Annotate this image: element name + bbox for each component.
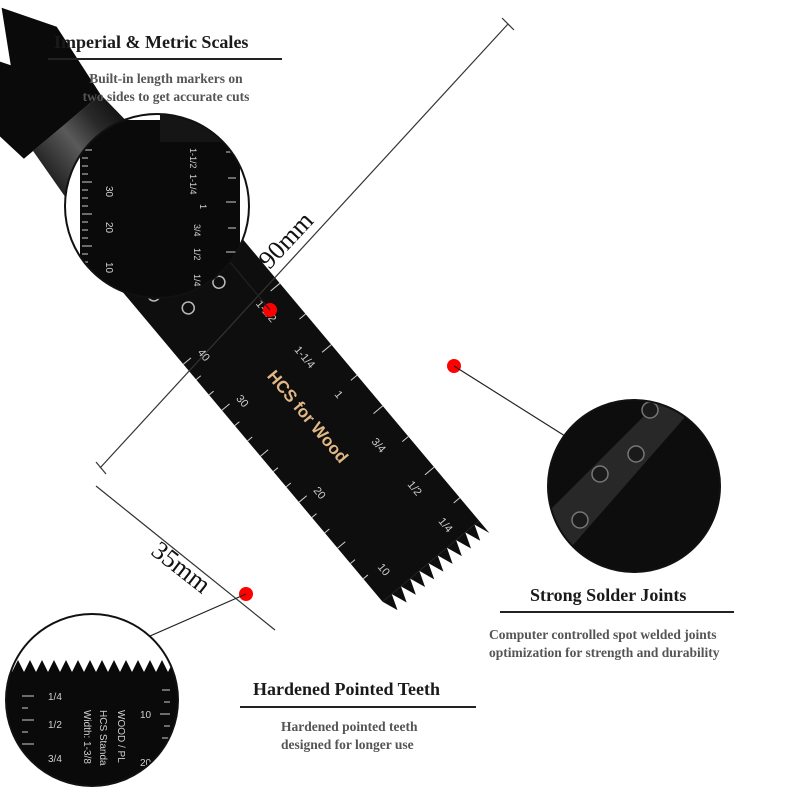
zoom-teeth-text: WOOD / PL [115, 710, 126, 763]
zoom-imperial-label: 1/4 [192, 274, 202, 287]
zoom-imperial-label: 1/2 [192, 248, 202, 261]
zoom-teeth-imperial-label: 3/4 [48, 754, 62, 765]
solder-description-line-1: Computer controlled spot welded joints [489, 627, 717, 642]
solder-title-underline [500, 611, 734, 613]
zoom-teeth-text: Width: 1-3/8 [81, 710, 92, 764]
scales-title-underline [48, 58, 282, 60]
teeth-title: Hardened Pointed Teeth [253, 679, 441, 699]
zoom-teeth-metric-label: 10 [140, 710, 152, 721]
zoom-scales-circle: 30 20 10 1-1/2 1-1/4 1 3/4 1/2 1/4 [64, 113, 250, 299]
solder-description: Computer controlled spot welded joints o… [489, 626, 789, 662]
zoom-metric-label: 10 [103, 262, 114, 274]
teeth-description-line-2: designed for longer use [281, 737, 414, 752]
zoom-metric-label: 20 [103, 222, 114, 234]
teeth-title-underline [240, 706, 476, 708]
zoom-teeth-imperial-label: 1/4 [48, 692, 62, 703]
zoom-imperial-label: 1-1/2 [188, 148, 198, 169]
width-dimension-label: 35mm [146, 535, 216, 599]
solder-description-line-2: optimization for strength and durability [489, 645, 720, 660]
scales-title: Imperial & Metric Scales [54, 32, 249, 52]
saw-teeth [382, 520, 490, 611]
scales-description-line-2: two sides to get accurate cuts [82, 89, 250, 104]
zoom-metric-label: 30 [103, 186, 114, 198]
zoom-teeth-metric-label: 20 [140, 758, 152, 769]
solder-title: Strong Solder Joints [530, 585, 687, 605]
teeth-description: Hardened pointed teeth designed for long… [281, 718, 481, 754]
teeth-description-line-1: Hardened pointed teeth [281, 719, 418, 734]
scales-description-line-1: Built-in length markers on [89, 71, 243, 86]
scales-description: Built-in length markers on two sides to … [50, 70, 282, 106]
zoom-teeth-text: HCS Standa [97, 710, 108, 766]
zoom-teeth-circle: 1/4 1/2 3/4 10 20 WOOD / PL HCS Standa W… [5, 613, 179, 787]
zoom-teeth-imperial-label: 1/2 [48, 720, 62, 731]
zoom-solder-circle [547, 399, 721, 573]
zoom-imperial-label: 1-1/4 [188, 174, 198, 195]
zoom-imperial-label: 1 [198, 204, 208, 209]
zoom-imperial-label: 3/4 [192, 224, 202, 237]
